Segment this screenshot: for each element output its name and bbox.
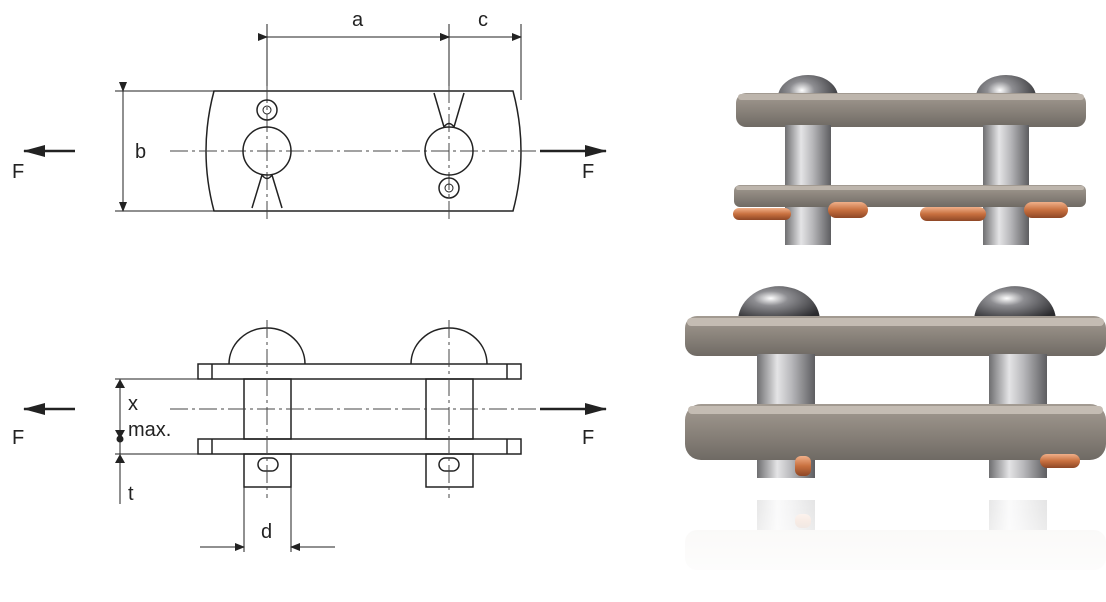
top-view: a c b F F [12, 9, 607, 222]
pin-hole-right [424, 126, 474, 176]
bottom-plate [197, 438, 522, 455]
dim-d-label: d [261, 521, 272, 543]
force-label-left-bottom: F [12, 427, 24, 449]
product-photo [680, 75, 1106, 602]
plate-outline [205, 90, 522, 212]
dim-x-label: x [128, 393, 138, 415]
dim-a-label: a [352, 9, 364, 31]
force-label-left-top: F [12, 161, 24, 183]
side-view: x max. t d F F [12, 320, 607, 552]
dim-b-label: b [135, 141, 146, 163]
force-label-right-bottom: F [582, 427, 594, 449]
dim-c-label: c [478, 9, 488, 31]
force-label-right-top: F [582, 161, 594, 183]
pin-hole-left [242, 126, 292, 176]
technical-drawing: a c b F F [12, 9, 607, 552]
top-plate [197, 363, 522, 380]
dim-t-label: t [128, 483, 134, 505]
chain-link-photo-top [733, 75, 1086, 245]
dim-max-label: max. [128, 419, 171, 441]
chain-link-photo-bottom [680, 286, 1106, 602]
